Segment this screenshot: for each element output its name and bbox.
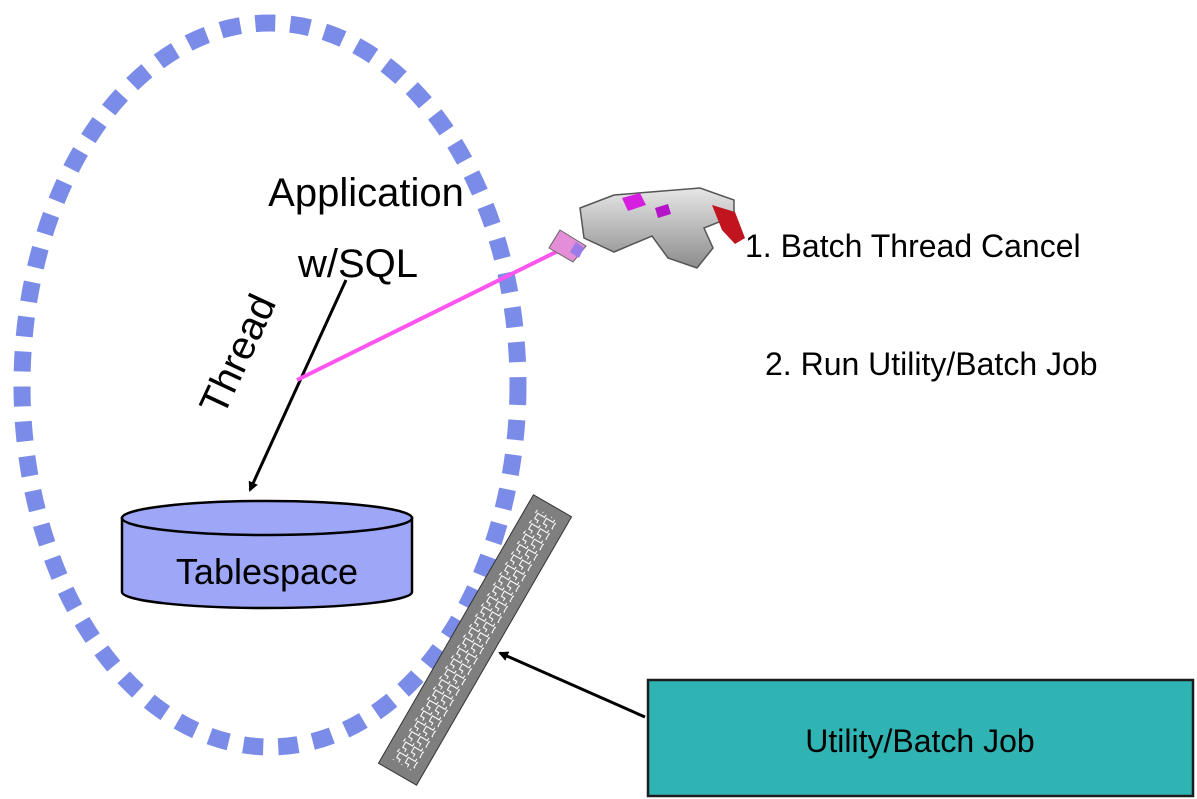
utility-batch-job-box — [646, 678, 1195, 798]
application-boundary — [13, 14, 527, 756]
utility-arrow — [498, 651, 646, 719]
step2-label: 2. Run Utility/Batch Job — [765, 346, 1098, 382]
firewall-wall-icon — [377, 494, 573, 786]
tablespace-cylinder — [120, 499, 414, 610]
tablespace-label: Tablespace — [176, 551, 358, 592]
thread-label: Thread — [191, 288, 284, 421]
ray-gun-icon — [548, 187, 745, 269]
utility-batch-job-label: Utility/Batch Job — [805, 723, 1034, 759]
laser-beam — [296, 248, 561, 382]
sql-label: w/SQL — [297, 242, 418, 286]
step1-label: 1. Batch Thread Cancel — [745, 228, 1081, 264]
thread-arrow — [248, 279, 348, 492]
application-label: Application — [268, 171, 464, 215]
